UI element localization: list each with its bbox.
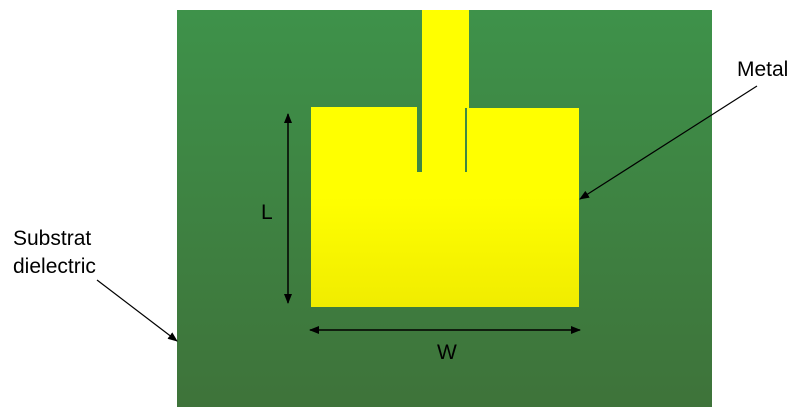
metal-label: Metal — [737, 58, 788, 81]
substrate-label-line1: Substrat — [13, 227, 91, 250]
substrate-callout-arrow — [96, 279, 178, 342]
width-label: W — [437, 341, 457, 364]
feed-line — [422, 10, 469, 108]
metal-callout-arrow — [579, 85, 758, 200]
length-label: L — [261, 201, 273, 224]
metal-patch — [311, 107, 579, 307]
feed-line-inset — [422, 107, 465, 172]
substrate-label-line2: dielectric — [13, 255, 96, 278]
